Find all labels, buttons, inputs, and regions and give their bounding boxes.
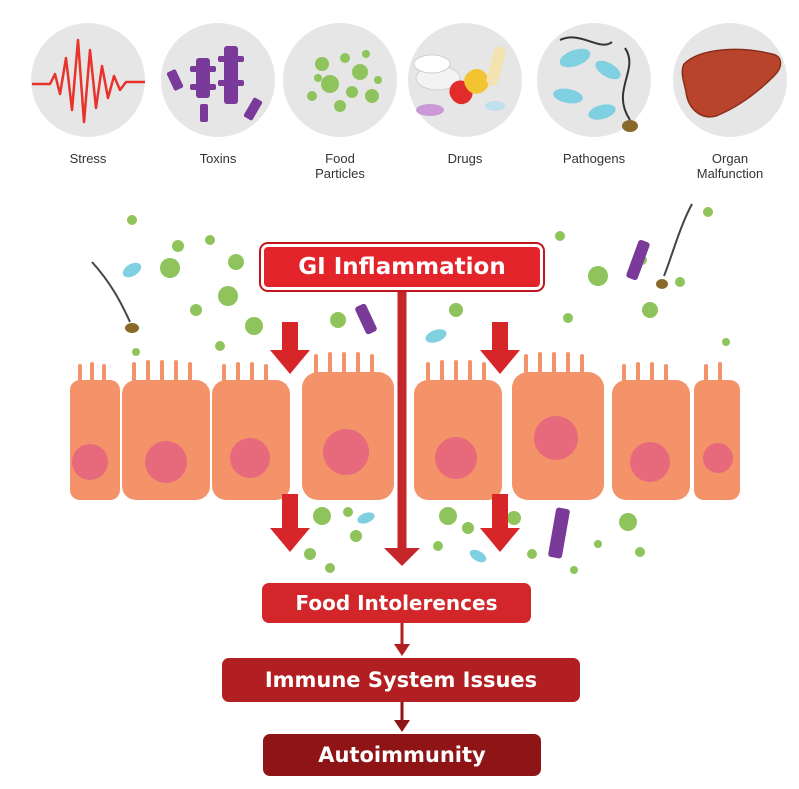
toxin-molecule-icon bbox=[166, 46, 263, 122]
immune-system-issues-box: Immune System Issues bbox=[222, 658, 580, 702]
epithelial-cell bbox=[694, 380, 740, 500]
cause-circles bbox=[31, 23, 787, 137]
connector-immune-auto-head bbox=[394, 720, 410, 732]
tight-junction-gaps bbox=[293, 437, 511, 463]
autoimmunity-box: Autoimmunity bbox=[263, 734, 541, 776]
food-particles-label: Food Particles bbox=[315, 151, 365, 181]
food-intolerences-box: Food Intolerences bbox=[262, 583, 531, 623]
organ-malfunction-label: Organ Malfunction bbox=[696, 151, 764, 181]
flagella bbox=[91, 261, 131, 323]
pills-icon bbox=[413, 46, 506, 116]
gi-main-arrowhead bbox=[384, 548, 420, 566]
stress-wave-icon bbox=[32, 38, 145, 124]
leaked-particles bbox=[304, 507, 645, 574]
epithelium bbox=[70, 352, 740, 500]
drugs-label: Drugs bbox=[447, 151, 483, 166]
nuclei bbox=[72, 416, 733, 483]
toxins-circle bbox=[161, 23, 275, 137]
epithelial-cell bbox=[122, 380, 210, 500]
microvilli bbox=[78, 352, 722, 384]
scattered-particles bbox=[127, 207, 730, 356]
food-particles-icon bbox=[307, 50, 382, 112]
pathogens-circle bbox=[537, 23, 651, 137]
liver-icon bbox=[681, 48, 782, 118]
bacteria-icon bbox=[553, 36, 638, 132]
inflammation-arrows bbox=[270, 322, 520, 552]
toxins-label: Toxins bbox=[199, 151, 237, 166]
connector-food-immune-head bbox=[394, 644, 410, 656]
scattered-bacteria bbox=[122, 262, 487, 563]
epithelial-cell bbox=[70, 380, 120, 500]
gi-inflammation-box: GI Inflammation bbox=[261, 244, 543, 290]
pathogens-label: Pathogens bbox=[562, 151, 626, 166]
epithelial-cell bbox=[612, 380, 690, 500]
stress-label: Stress bbox=[69, 151, 107, 166]
scattered-toxins bbox=[355, 239, 650, 559]
